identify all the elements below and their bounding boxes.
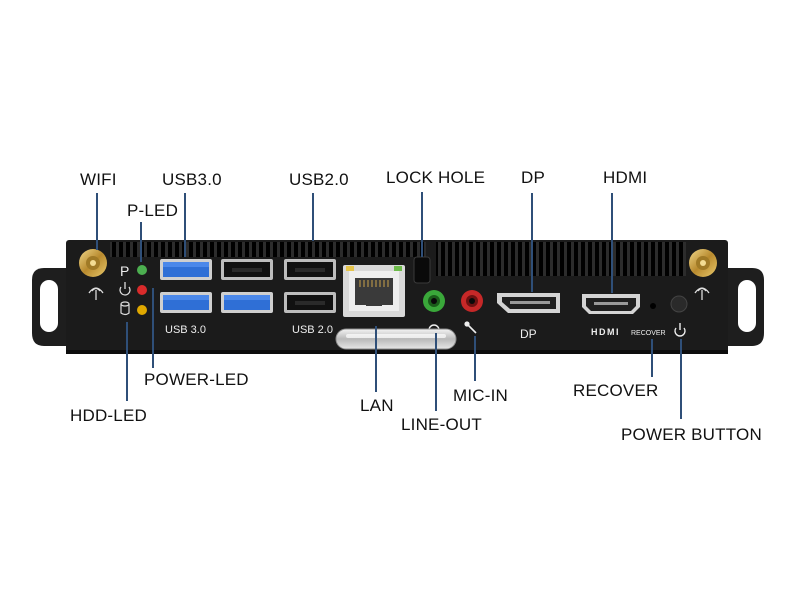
wifi-antenna-right: [689, 249, 717, 277]
callout-usb20: USB2.0: [289, 170, 349, 189]
p-led-label: P: [120, 263, 129, 279]
left-bracket: [32, 268, 70, 346]
dp-panel-label: DP: [520, 327, 537, 341]
hdmi-logo: HDMI: [591, 327, 620, 337]
callout-p-led: P-LED: [127, 201, 179, 220]
leader-line-usb30: [184, 193, 186, 257]
leader-line-line-out: [435, 333, 437, 411]
callout-wifi: WIFI: [80, 170, 117, 189]
recover-panel-label: RECOVER: [631, 330, 666, 337]
line-out-jack: [423, 290, 445, 312]
usb3-port: [221, 292, 273, 313]
callout-hdd-led: HDD-LED: [70, 406, 147, 425]
vent-grille-left: [110, 242, 426, 257]
leader-line-recover: [651, 339, 653, 377]
leader-line-p-led: [140, 222, 142, 262]
leader-line-lock-hole: [421, 192, 423, 257]
callout-recover: RECOVER: [573, 381, 659, 400]
wifi-signal-icon: [694, 287, 710, 300]
usb3-port: [160, 259, 212, 280]
usb2-port: [284, 292, 336, 313]
wifi-antenna-left: [79, 249, 107, 277]
power-led: [137, 285, 147, 295]
wifi-signal-icon: [88, 287, 104, 300]
power-button: [670, 295, 688, 313]
lan-port: [343, 265, 405, 317]
callout-mic-in: MIC-IN: [453, 386, 509, 405]
usb30-panel-label: USB 3.0: [165, 324, 206, 336]
leader-line-power-led: [152, 288, 154, 368]
displayport-port: [497, 293, 560, 313]
callout-usb30: USB3.0: [162, 170, 222, 189]
leader-line-hdd-led: [126, 322, 128, 401]
mic-in-jack: [461, 290, 483, 312]
usb2-port: [221, 259, 273, 280]
leader-line-usb20: [312, 193, 314, 241]
leader-line-hdmi: [611, 193, 613, 293]
callout-power-button: POWER BUTTON: [621, 425, 762, 444]
hdd-icon: [120, 301, 130, 316]
callout-power-led: POWER-LED: [144, 370, 249, 389]
lock-hole: [413, 256, 431, 284]
leader-line-dp: [531, 193, 533, 292]
usb2-port: [284, 259, 336, 280]
leader-line-mic-in: [474, 336, 476, 381]
hdmi-port: [582, 294, 640, 314]
callout-hdmi: HDMI: [603, 168, 648, 187]
leader-line-lan: [375, 326, 377, 392]
hdd-led: [137, 305, 147, 315]
power-icon: [119, 282, 131, 296]
microphone-icon: [464, 321, 477, 334]
callout-dp: DP: [521, 168, 546, 187]
callout-lock-hole: LOCK HOLE: [386, 168, 486, 187]
handle-bar: [335, 328, 457, 350]
power-icon: [674, 323, 686, 337]
callout-lan: LAN: [360, 396, 394, 415]
callout-line-out: LINE-OUT: [401, 415, 482, 434]
usb3-port: [160, 292, 212, 313]
leader-line-power-button: [680, 339, 682, 419]
right-bracket: [726, 268, 764, 346]
leader-line-wifi: [96, 193, 98, 250]
recover-pinhole: [650, 303, 656, 309]
p-led: [137, 265, 147, 275]
usb20-panel-label: USB 2.0: [292, 324, 333, 336]
